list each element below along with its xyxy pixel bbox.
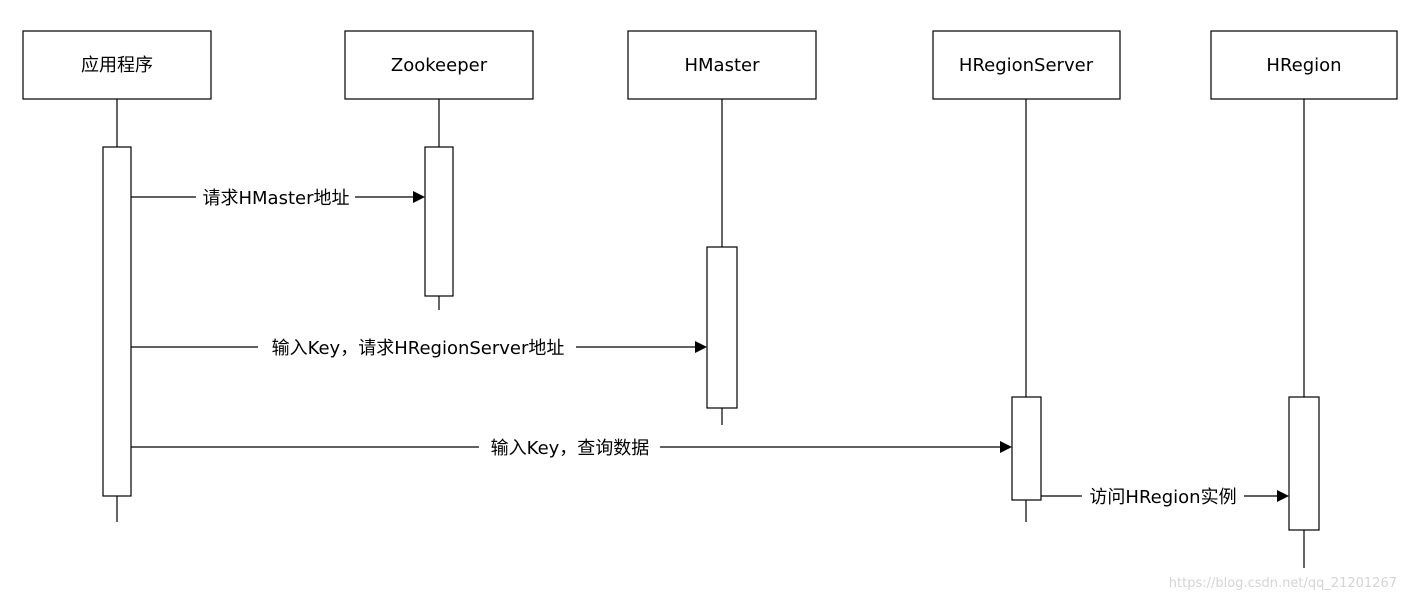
message-label: 输入Key，请求HRegionServer地址: [272, 338, 565, 359]
message-query-data: 输入Key，查询数据: [131, 438, 1012, 459]
participant-box: [22, 30, 212, 100]
message-label: 请求HMaster地址: [202, 188, 349, 209]
arrowhead: [695, 341, 707, 353]
participant-label: HRegion: [1266, 55, 1341, 76]
message-access-hregion-instance: 访问HRegion实例: [1041, 487, 1289, 508]
participant-box: [627, 30, 817, 100]
participant-box: [344, 30, 534, 100]
activation-hregion: [1288, 396, 1320, 531]
participant-label: HMaster: [684, 55, 760, 76]
activation-hregionserver: [1011, 396, 1042, 501]
participant-box: [932, 30, 1121, 100]
activations: [102, 146, 1320, 531]
message-label: 输入Key，查询数据: [491, 438, 650, 459]
activation-hmaster: [706, 246, 738, 409]
participant-hregionserver: HRegionServer: [932, 30, 1121, 100]
message-request-hregionserver-address: 输入Key，请求HRegionServer地址: [131, 338, 707, 359]
message-request-hmaster-address: 请求HMaster地址: [131, 188, 425, 209]
participant-hmaster: HMaster: [627, 30, 817, 100]
message-label: 访问HRegion实例: [1089, 487, 1236, 508]
arrowhead: [413, 191, 425, 203]
activation-app: [102, 146, 132, 497]
participant-hregion: HRegion: [1210, 30, 1398, 100]
watermark-text: https://blog.csdn.net/qq_21201267: [1169, 576, 1397, 591]
activation-zookeeper: [424, 146, 454, 297]
participant-box: [1210, 30, 1398, 100]
participant-zookeeper: Zookeeper: [344, 30, 534, 100]
participant-label: HRegionServer: [959, 55, 1094, 76]
participant-app: 应用程序: [22, 30, 212, 100]
arrowhead: [1000, 441, 1012, 453]
participant-label: Zookeeper: [391, 55, 488, 76]
participant-label: 应用程序: [81, 55, 153, 76]
arrowhead: [1277, 490, 1289, 502]
